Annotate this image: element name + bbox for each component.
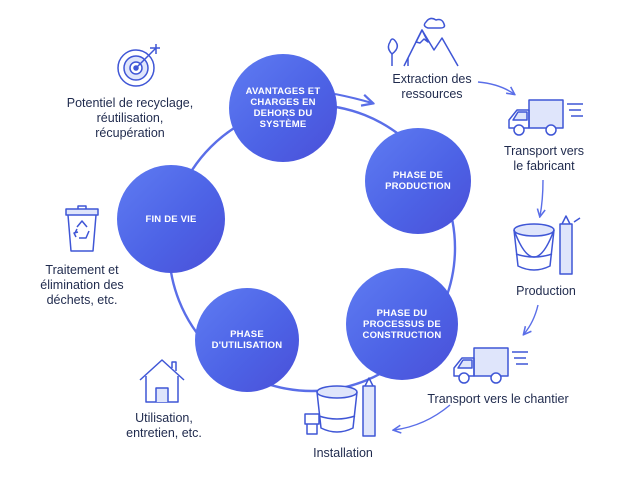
truck-icon [508,99,583,136]
label-line: Production [516,284,576,298]
label-extraction: Extraction des ressources [380,72,484,102]
flow-arrow-extraction-transport [477,81,514,94]
label-line: entretien, etc. [126,426,202,440]
phase-construction: PHASE DU PROCESSUS DE CONSTRUCTION [346,268,458,380]
label-line: Potentiel de recyclage, [66,96,194,110]
label-line: le fabricant [513,159,575,173]
label-recycling: Potentiel de recyclage, réutilisation, r… [52,96,208,141]
phase-end-of-life: FIN DE VIE [117,165,225,273]
label-line: Traitement et [45,263,119,277]
label-line: déchets, etc. [46,293,118,307]
label-line: Extraction des [392,72,472,86]
flow-arrow-transport-installation [394,404,451,430]
cycle-arrow [334,93,372,103]
label-line: Installation [313,446,373,460]
truck-icon [453,347,528,384]
label-installation: Installation [298,446,388,461]
label-line: Transport vers [503,144,585,158]
flow-arrow-production-transport [524,304,539,334]
label-transport-site: Transport vers le chantier [408,392,588,407]
flow-arrow-transport-production [540,179,543,216]
phase-use: PHASE D'UTILISATION [195,288,299,392]
label-use: Utilisation, entretien, etc. [106,411,222,441]
house-icon [139,359,185,403]
label-transport-manufacturer: Transport vers le fabricant [494,144,594,174]
paint-bucket-icon [304,377,376,437]
label-production: Production [500,284,592,299]
mountain-icon [387,17,459,67]
label-waste: Traitement et élimination des déchets, e… [26,263,138,308]
target-icon [117,44,160,87]
label-line: Transport vers le chantier [427,392,569,406]
paint-bucket-icon [513,215,581,275]
label-line: récupération [95,126,165,140]
phase-production: PHASE DE PRODUCTION [365,128,471,234]
recycle-bin-icon [65,205,99,252]
label-line: élimination des [40,278,124,292]
label-line: ressources [401,87,463,101]
label-line: Utilisation, [135,411,193,425]
label-line: réutilisation, [96,111,164,125]
phase-beyond-system: AVANTAGES ET CHARGES EN DEHORS DU SYSTÈM… [229,54,337,162]
